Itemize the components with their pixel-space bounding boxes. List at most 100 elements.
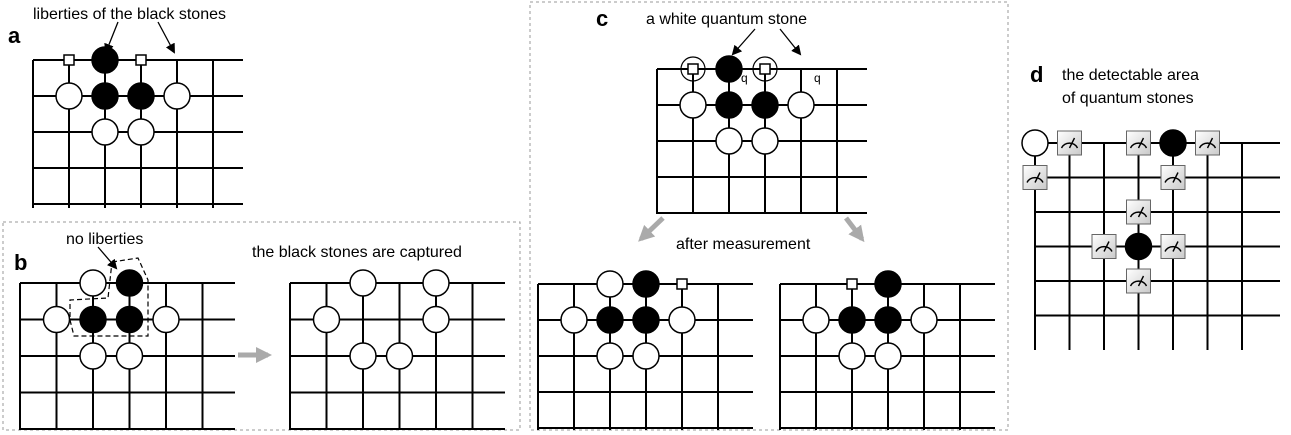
captured-group-outline bbox=[69, 257, 149, 337]
black-stone-icon bbox=[91, 46, 119, 74]
liberty-marker-icon bbox=[676, 278, 688, 290]
white-stone-icon bbox=[802, 306, 830, 334]
measurement-arrow-right bbox=[844, 216, 865, 243]
panel-d-letter: d bbox=[1030, 62, 1043, 87]
black-stone-icon bbox=[715, 55, 743, 83]
stones bbox=[42, 46, 1187, 370]
white-stone-icon bbox=[787, 91, 815, 119]
black-stone-icon bbox=[79, 305, 107, 334]
meter-needle bbox=[1068, 137, 1076, 149]
meter-box bbox=[1126, 199, 1151, 225]
panel-c-quantum-caption: a white quantum stone bbox=[646, 11, 807, 28]
white-stone-icon bbox=[715, 127, 743, 155]
black-stone-icon bbox=[91, 82, 119, 110]
quantum-ring-icon bbox=[680, 56, 706, 82]
white-stone-icon bbox=[79, 269, 107, 297]
meter-dial bbox=[1026, 176, 1044, 183]
meter-needle bbox=[1137, 206, 1145, 218]
meter-dial bbox=[1129, 211, 1148, 218]
measurement-device-icon bbox=[1160, 165, 1186, 190]
white-stone-icon bbox=[55, 82, 83, 110]
panel-a-letter: a bbox=[8, 23, 21, 48]
measurement-device-icon bbox=[1057, 130, 1082, 156]
black-stone-icon bbox=[838, 306, 866, 334]
callout-arrow-a-right bbox=[157, 21, 175, 54]
panel-c-letter: c bbox=[596, 6, 608, 31]
white-stone-icon bbox=[152, 305, 180, 334]
measurement-device-icon bbox=[1126, 268, 1151, 294]
panel-b-frame bbox=[2, 221, 521, 431]
meter-needle bbox=[1103, 241, 1110, 252]
callout-arrow-b bbox=[97, 246, 118, 270]
liberty-marker-icon bbox=[759, 63, 771, 75]
measurement-devices bbox=[1022, 130, 1220, 294]
meter-dial bbox=[1060, 142, 1079, 149]
white-stone-icon bbox=[679, 91, 707, 119]
black-stone-icon bbox=[751, 91, 779, 119]
black-stone-icon bbox=[115, 269, 144, 297]
white-stone-icon bbox=[91, 118, 119, 146]
white-stone-icon bbox=[560, 306, 588, 334]
white-stone-icon bbox=[1021, 129, 1049, 157]
black-stone-icon bbox=[632, 306, 660, 334]
quantum-marker-right: q bbox=[814, 71, 821, 85]
measurement-device-icon bbox=[1126, 199, 1151, 225]
black-stone-icon bbox=[1159, 129, 1187, 157]
meter-needle bbox=[1206, 137, 1214, 149]
quantum-rings bbox=[680, 56, 778, 82]
white-stone-icon bbox=[127, 118, 155, 146]
quantum-marker-left: q bbox=[741, 71, 748, 85]
white-stone-icon bbox=[838, 342, 866, 370]
white-stone-icon bbox=[349, 342, 377, 370]
panel-d-caption-line2: of quantum stones bbox=[1062, 90, 1194, 107]
measurement-device-icon bbox=[1160, 234, 1186, 259]
liberty-markers bbox=[63, 54, 858, 290]
meter-dial bbox=[1198, 142, 1217, 149]
measurement-device-icon bbox=[1126, 130, 1151, 156]
black-stone-icon bbox=[874, 306, 902, 334]
white-stone-icon bbox=[632, 342, 660, 370]
liberty-marker-icon bbox=[135, 54, 147, 66]
white-stone-icon bbox=[115, 342, 144, 370]
liberty-marker-icon bbox=[63, 54, 75, 66]
white-stone-icon bbox=[42, 305, 71, 334]
measurement-device-icon bbox=[1022, 165, 1048, 190]
measurement-device-icon bbox=[1091, 234, 1117, 259]
liberty-marker-icon bbox=[846, 278, 858, 290]
white-stone-icon bbox=[596, 342, 624, 370]
meter-dial bbox=[1164, 245, 1182, 252]
white-stone-icon bbox=[312, 305, 341, 334]
white-stone-icon bbox=[910, 306, 938, 334]
meter-dial bbox=[1164, 176, 1182, 183]
measurement-arrow-left bbox=[638, 216, 665, 242]
meter-dial bbox=[1129, 280, 1148, 287]
black-stone-icon bbox=[127, 82, 155, 110]
white-stone-icon bbox=[163, 82, 191, 110]
meter-needle bbox=[1172, 241, 1179, 252]
black-stone-icon bbox=[632, 270, 660, 298]
black-stone-icon bbox=[715, 91, 743, 119]
quantum-ring-icon bbox=[752, 56, 778, 82]
white-stone-icon bbox=[668, 306, 696, 334]
meter-needle bbox=[1137, 275, 1145, 287]
callout-arrow-c-right bbox=[779, 28, 802, 56]
measurement-device-icon bbox=[1195, 130, 1220, 156]
callout-arrow-c-left bbox=[731, 28, 756, 56]
panel-b-no-liberties-caption: no liberties bbox=[66, 231, 143, 248]
black-stone-icon bbox=[874, 270, 902, 298]
white-stone-icon bbox=[422, 269, 450, 297]
board-grids bbox=[19, 59, 1280, 430]
meter-dial bbox=[1095, 245, 1113, 252]
white-stone-icon bbox=[79, 342, 107, 370]
black-stone-icon bbox=[1124, 232, 1153, 261]
panel-d-caption-line1: the detectable area bbox=[1062, 67, 1199, 84]
black-stone-icon bbox=[115, 305, 144, 334]
meter-needle bbox=[1172, 172, 1179, 183]
white-stone-icon bbox=[751, 127, 779, 155]
white-stone-icon bbox=[385, 342, 414, 370]
white-stone-icon bbox=[596, 270, 624, 298]
panel-b-captured-caption: the black stones are captured bbox=[252, 244, 462, 261]
panel-b-letter: b bbox=[14, 250, 27, 275]
meter-needle bbox=[1137, 137, 1145, 149]
